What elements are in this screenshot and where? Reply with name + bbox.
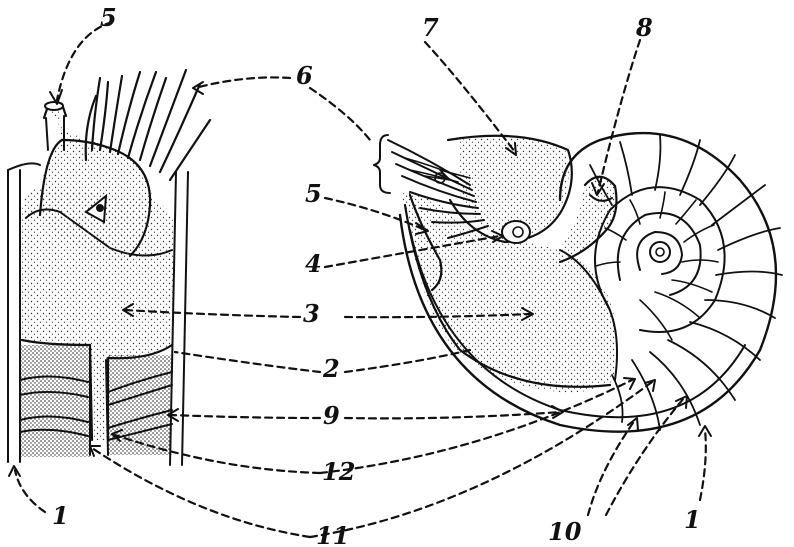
label-11: 11 (316, 521, 349, 547)
label-left-1: 1 (52, 501, 69, 530)
left-chambers-fill (20, 345, 90, 457)
nautilus-figure (374, 133, 782, 432)
label-4: 4 (305, 249, 322, 278)
label-2: 2 (322, 354, 340, 383)
label-7: 7 (422, 13, 439, 42)
label-6: 6 (296, 61, 313, 90)
straight-shell-figure (8, 70, 210, 465)
label-right-5: 5 (305, 179, 322, 208)
label-9: 9 (323, 401, 340, 430)
label-3: 3 (303, 299, 320, 328)
label-10: 10 (548, 517, 582, 546)
label-left-5: 5 (100, 3, 117, 32)
label-right-1: 1 (684, 505, 701, 534)
label-8: 8 (635, 13, 653, 42)
label-12: 12 (322, 457, 355, 486)
